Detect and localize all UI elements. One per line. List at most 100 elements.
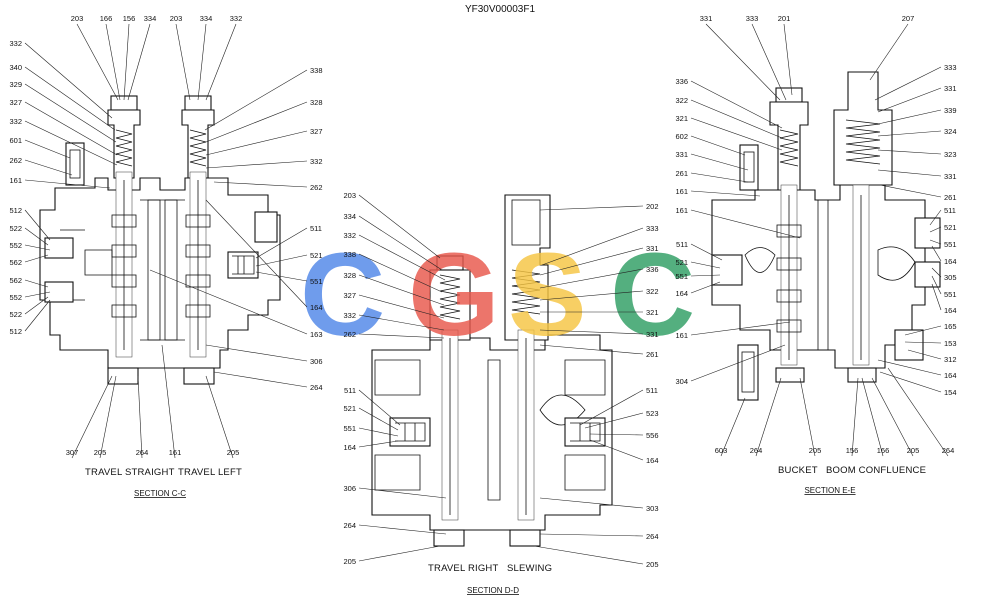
watermark-letter: C: [610, 229, 695, 361]
callout-leader: [541, 227, 644, 266]
callout-number: 161: [675, 187, 688, 196]
callout-number: 336: [675, 77, 688, 86]
callout-leader: [929, 239, 942, 245]
callout-number: 264: [646, 532, 659, 541]
callout-leader: [24, 227, 49, 246]
callout-leader: [539, 344, 644, 355]
callout-leader: [539, 329, 644, 335]
callout-leader: [877, 149, 942, 155]
callout-leader: [161, 344, 176, 459]
callout-number: 164: [944, 306, 957, 315]
callout-number: 327: [310, 127, 323, 136]
callout-number: 205: [343, 557, 356, 566]
callout-number: 521: [675, 258, 688, 267]
callout-leader: [539, 290, 644, 301]
callout-number: 331: [700, 14, 713, 23]
callout-number: 331: [646, 244, 659, 253]
callout-number: 264: [310, 383, 323, 392]
callout-leader: [904, 325, 942, 336]
callout-leader: [358, 427, 399, 437]
watermark-letter: G: [408, 229, 500, 361]
callout-number: 201: [778, 14, 791, 23]
callout-leader: [869, 23, 909, 81]
callout-number: 161: [675, 331, 688, 340]
caption-bucket: BUCKET: [778, 465, 818, 476]
callout-number: 338: [310, 66, 323, 75]
callout-leader: [24, 83, 117, 143]
callout-leader: [358, 407, 399, 431]
callout-leader: [24, 244, 51, 251]
callout-leader: [205, 375, 234, 459]
callout-leader: [358, 253, 443, 293]
callout-leader: [877, 359, 942, 376]
callout-number: 511: [646, 386, 658, 395]
callout-number: 328: [343, 271, 356, 280]
callout-number: 312: [944, 355, 957, 364]
callout-leader: [539, 247, 644, 276]
callout-leader: [358, 440, 399, 448]
section-e-e-label: SECTION E-E: [804, 486, 855, 495]
callout-number: 522: [9, 310, 22, 319]
callout-leader: [24, 299, 51, 332]
callout-number: 305: [944, 273, 957, 282]
callout-number: 324: [944, 127, 957, 136]
callout-number: 512: [9, 206, 22, 215]
callout-number: 332: [9, 39, 22, 48]
callout-number: 521: [343, 404, 356, 413]
callout-leader: [931, 245, 942, 262]
section-captions: TRAVEL STRAIGHT TRAVEL LEFT SECTION C-C …: [85, 465, 926, 595]
callout-leader: [24, 42, 113, 119]
section-c-c-label: SECTION C-C: [134, 489, 186, 498]
callout-leader: [539, 205, 644, 211]
callout-leader: [690, 190, 761, 197]
callout-number: 303: [646, 504, 659, 513]
callout-leader: [123, 23, 130, 101]
section-e-e-body: [711, 71, 941, 401]
callout-number: 164: [646, 456, 659, 465]
callout-leader: [877, 130, 942, 137]
caption-travel-straight: TRAVEL STRAIGHT: [85, 467, 175, 478]
callout-number: 304: [675, 377, 688, 386]
callout-number: 321: [646, 308, 659, 317]
callout-number: 161: [169, 448, 182, 457]
callout-leader: [879, 371, 942, 393]
callout-leader: [690, 153, 749, 171]
callout-leader: [24, 66, 116, 131]
watermark-letter: S: [508, 229, 587, 361]
callout-leader: [24, 139, 71, 159]
callout-leader: [76, 23, 119, 101]
callout-leader: [690, 117, 783, 151]
callout-number: 205: [646, 560, 659, 569]
callout-number: 521: [310, 251, 323, 260]
callout-number: 552: [9, 293, 22, 302]
callout-number: 322: [646, 287, 659, 296]
callout-number: 156: [846, 446, 859, 455]
callout-leader: [127, 23, 151, 101]
callout-leader: [358, 333, 445, 339]
callout-group: 3323403293273326012621615125225525625625…: [9, 14, 956, 569]
callout-leader: [589, 433, 644, 436]
callout-number: 164: [343, 443, 356, 452]
callout-number: 264: [343, 521, 356, 530]
callout-leader: [358, 194, 441, 259]
callout-number: 556: [646, 431, 659, 440]
callout-leader: [205, 130, 308, 156]
callout-number: 207: [902, 14, 915, 23]
callout-leader: [931, 275, 942, 295]
callout-leader: [205, 199, 308, 308]
callout-number: 333: [944, 63, 957, 72]
callout-number: 562: [9, 276, 22, 285]
callout-number: 331: [675, 150, 688, 159]
callout-number: 334: [200, 14, 213, 23]
callout-number: 164: [675, 289, 688, 298]
callout-number: 261: [646, 350, 659, 359]
callout-leader: [255, 254, 308, 267]
callout-number: 323: [944, 150, 957, 159]
callout-number: 602: [675, 132, 688, 141]
callout-leader: [690, 321, 791, 336]
callout-leader: [887, 367, 949, 457]
callout-leader: [539, 533, 644, 537]
callout-number: 166: [877, 446, 890, 455]
callout-leader: [24, 254, 49, 263]
